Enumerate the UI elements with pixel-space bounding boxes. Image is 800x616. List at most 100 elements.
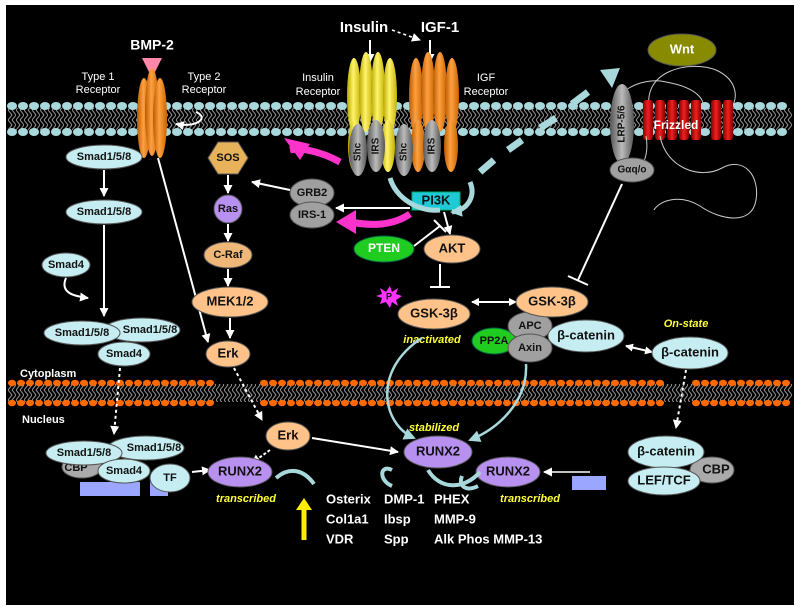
nuc-smad4 [97, 458, 151, 484]
lipid-head [269, 399, 277, 407]
lipid-head [8, 379, 16, 387]
stabilized-label: stabilized [409, 422, 459, 434]
lipid-head [205, 102, 215, 110]
lipid-head [17, 399, 25, 407]
lipid-head [278, 399, 286, 407]
lipid-head [546, 102, 556, 110]
lipid-head [566, 399, 574, 407]
igf-receptor-label-1: IGF [477, 72, 496, 84]
inactivated-state-label: inactivated [403, 334, 461, 346]
svg-text:Smad1/5/8: Smad1/5/8 [127, 442, 181, 454]
lipid-head [206, 379, 214, 387]
lipid-head [7, 102, 17, 110]
lipid-head [227, 102, 237, 110]
lipid-head [777, 102, 787, 110]
svg-text:PTEN: PTEN [368, 241, 400, 255]
lipid-head [40, 102, 50, 110]
erk-to-runx2-stabilized-arrow [311, 437, 399, 456]
svg-text:PI3K: PI3K [422, 192, 452, 207]
lipid-head [629, 379, 637, 387]
lipid-head [332, 379, 340, 387]
lipid-head [469, 102, 479, 110]
lipid-head [80, 399, 88, 407]
svg-text:APC: APC [518, 320, 541, 332]
lipid-head [503, 399, 511, 407]
lipid-head [18, 128, 28, 136]
lipid-head [216, 102, 226, 110]
lipid-head [53, 399, 61, 407]
nucleus-label: Nucleus [22, 414, 65, 426]
lipid-head [315, 128, 325, 136]
lipid-head [524, 128, 534, 136]
lipid-head [377, 399, 385, 407]
tf-node: TF [149, 463, 191, 493]
lipid-head [107, 399, 115, 407]
lipid-head [656, 379, 664, 387]
lipid-head [35, 379, 43, 387]
lipid-head [485, 399, 493, 407]
lipid-head [524, 102, 534, 110]
cbp-catenin-node: CBP [689, 456, 735, 484]
blue-dash-4 [569, 89, 591, 107]
nuc-smad158-a [45, 440, 123, 466]
pink-feedback-head-1 [284, 138, 310, 160]
lipid-head [647, 399, 655, 407]
insulin-receptor-label-1: Insulin [302, 72, 334, 84]
lipid-head [304, 128, 314, 136]
lipid-head [305, 379, 313, 387]
bmp-type2-receptor [153, 78, 167, 158]
lipid-head [476, 379, 484, 387]
runx2-node-right: RUNX2 [475, 456, 541, 488]
lipid-head [95, 128, 105, 136]
blue-dash-1 [477, 157, 497, 175]
lipid-head [719, 379, 727, 387]
type1-receptor-label-2: Receptor [76, 84, 121, 96]
lipid-head [106, 128, 116, 136]
pten-node: PTEN [353, 235, 415, 263]
svg-text:β-catenin: β-catenin [637, 443, 695, 458]
lipid-head [638, 379, 646, 387]
lipid-head [710, 399, 718, 407]
lipid-head [161, 379, 169, 387]
lipid-head [494, 399, 502, 407]
gsk-to-runx2-cycle-arrow-left [386, 336, 423, 440]
lipid-head [656, 399, 664, 407]
gene-spp: Spp [384, 531, 409, 546]
lipid-head [485, 379, 493, 387]
erk-nuclear-import-arrow [233, 367, 263, 421]
lipid-head [491, 102, 501, 110]
gsk3b-left-node: GSK-3β [397, 298, 471, 330]
svg-text:Shc: Shc [353, 142, 364, 161]
svg-text:Erk: Erk [278, 427, 300, 442]
lipid-head [579, 128, 589, 136]
lipid-head [95, 102, 105, 110]
lipid-head [341, 379, 349, 387]
bmp2-label: BMP-2 [130, 37, 174, 53]
lipid-head [431, 379, 439, 387]
lipid-head [440, 379, 448, 387]
lipid-head [227, 128, 237, 136]
lipid-head [315, 102, 325, 110]
lipid-head [755, 128, 765, 136]
lipid-head [422, 399, 430, 407]
lipid-head [179, 379, 187, 387]
svg-text:RUNX2: RUNX2 [486, 463, 530, 478]
lipid-head [134, 379, 142, 387]
lipid-head [172, 102, 182, 110]
svg-text:Smad1/5/8: Smad1/5/8 [77, 151, 131, 163]
lipid-head [98, 379, 106, 387]
svg-text:C-Raf: C-Raf [213, 249, 243, 261]
lipid-head [179, 399, 187, 407]
phospho-badge: P [376, 286, 402, 308]
lipid-head [304, 102, 314, 110]
lipid-head [143, 399, 151, 407]
beta-catenin-complex-node: β-catenin [547, 319, 625, 353]
lef-tcf-node: LEF/TCF [627, 466, 701, 496]
lipid-head [458, 399, 466, 407]
lipid-head [71, 399, 79, 407]
lipid-head [282, 128, 292, 136]
lipid-head [143, 379, 151, 387]
tf-to-runx2-arrow [191, 466, 211, 476]
lipid-head [634, 102, 644, 110]
igf-irs-adaptor: IRS [423, 120, 441, 172]
